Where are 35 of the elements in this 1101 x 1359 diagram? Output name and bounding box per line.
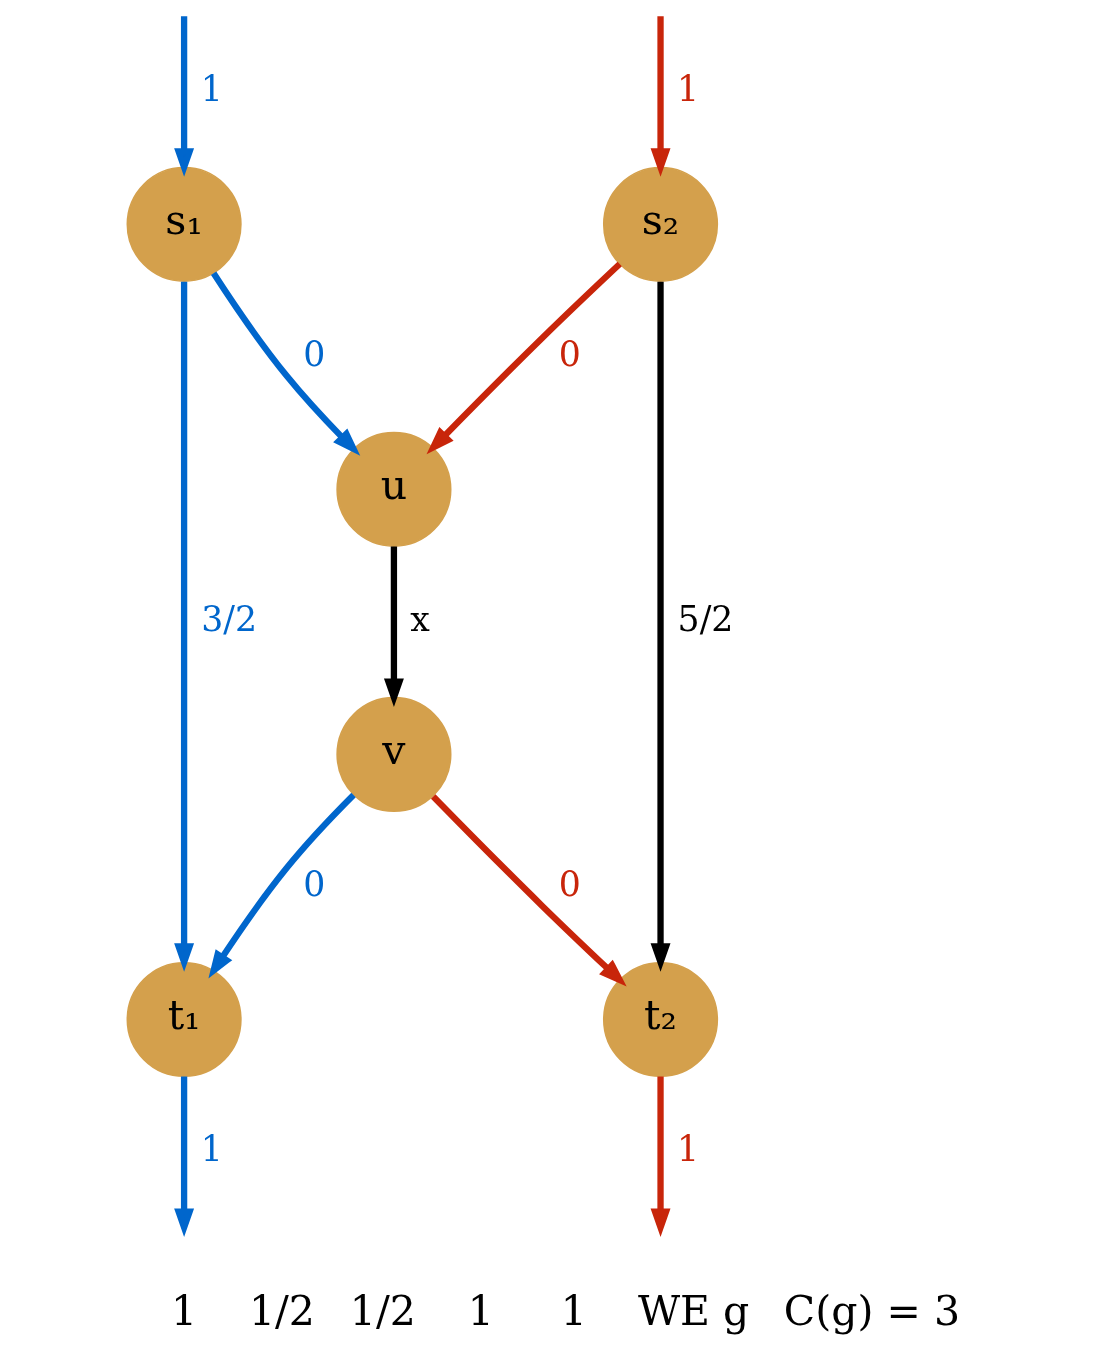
label: 1/2 bbox=[349, 1286, 416, 1335]
edge-label: 1 bbox=[677, 68, 700, 109]
arrow bbox=[174, 16, 195, 177]
edge-label: 0 bbox=[558, 333, 581, 374]
edge-label: 1 bbox=[677, 1128, 700, 1169]
arrow bbox=[211, 271, 361, 456]
edge-label: 1 bbox=[200, 68, 223, 109]
arrow bbox=[650, 16, 671, 177]
label: 1 bbox=[171, 1286, 198, 1335]
edge-label: 0 bbox=[303, 333, 326, 374]
edge-label: x bbox=[410, 598, 430, 639]
arrow bbox=[208, 792, 356, 979]
edge-label: 0 bbox=[303, 863, 326, 904]
arrow bbox=[430, 794, 627, 987]
label: WE g bbox=[637, 1286, 750, 1335]
label: 1 bbox=[467, 1286, 494, 1335]
arrow bbox=[174, 1076, 195, 1237]
arrow bbox=[650, 281, 671, 972]
arrow bbox=[426, 261, 622, 455]
arrow bbox=[174, 281, 195, 972]
label: C(g) = 3 bbox=[783, 1286, 960, 1335]
node-circle: t₁ bbox=[126, 961, 242, 1078]
edge-label: 5/2 bbox=[677, 598, 734, 639]
node-circle: u bbox=[336, 431, 452, 547]
node-circle: t₂ bbox=[602, 961, 719, 1078]
node-circle: s₁ bbox=[126, 166, 242, 282]
label: 1 bbox=[560, 1286, 587, 1335]
label: 1/2 bbox=[248, 1286, 315, 1335]
node-circle: s₂ bbox=[602, 166, 719, 282]
edge-label: 1 bbox=[200, 1128, 223, 1169]
arrow bbox=[650, 1076, 671, 1237]
edge-label: 0 bbox=[558, 863, 581, 904]
node-circle: v bbox=[336, 696, 452, 812]
edge-label: 3/2 bbox=[201, 598, 257, 639]
arrow bbox=[383, 546, 404, 707]
